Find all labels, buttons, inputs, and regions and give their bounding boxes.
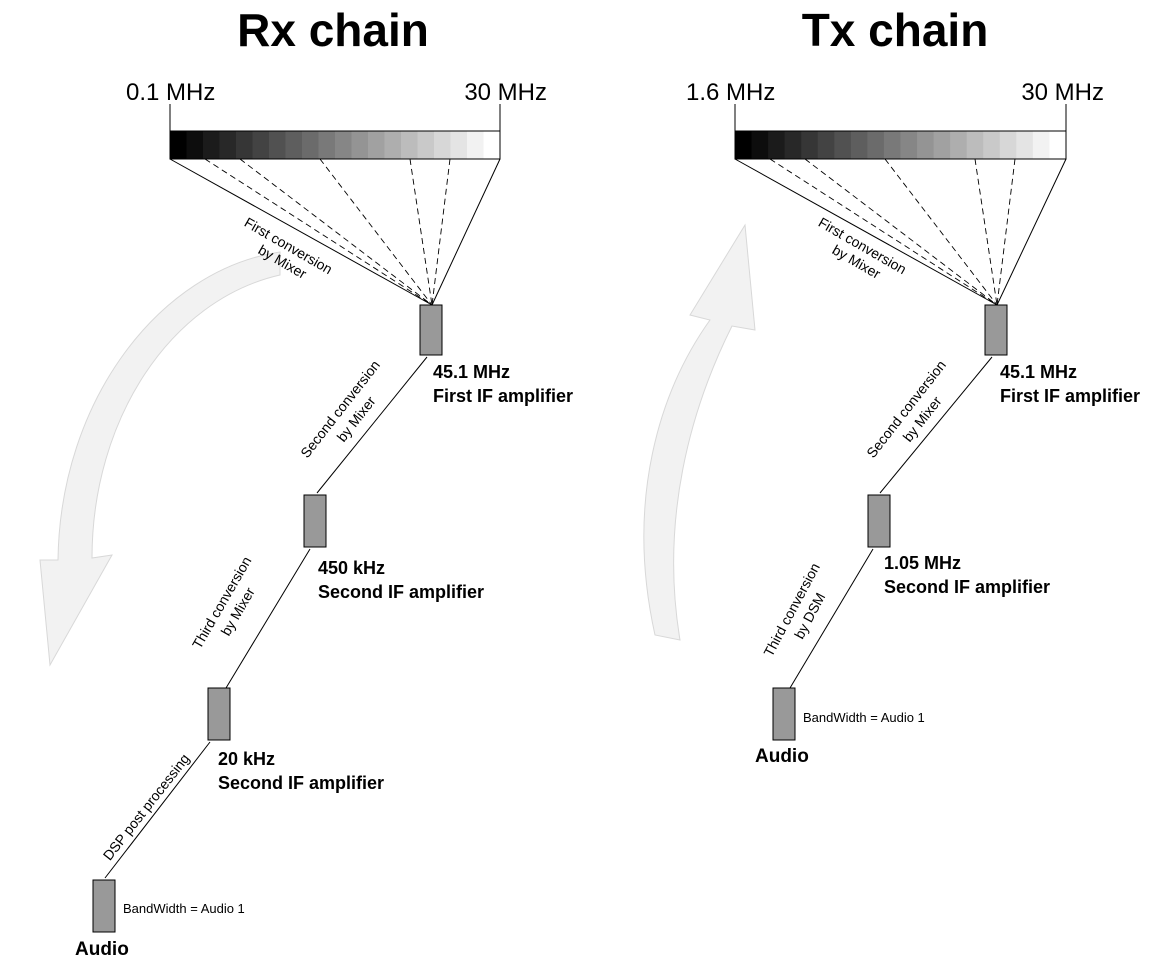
band-step: [900, 131, 918, 159]
rx-third-if-block: [207, 687, 231, 741]
tx-freq-low-label: 1.6 MHz: [686, 79, 775, 106]
band-step: [1016, 131, 1034, 159]
band-step: [801, 131, 819, 159]
rx-freq-low-label: 0.1 MHz: [126, 79, 215, 106]
band-step: [883, 131, 901, 159]
tx-frequency-band-gradient: [735, 131, 1067, 159]
band-step: [318, 131, 336, 159]
band-step: [368, 131, 385, 159]
rx-title: Rx chain: [237, 4, 429, 56]
band-step: [966, 131, 984, 159]
tx-stage2-freq: 1.05 MHz: [884, 553, 961, 573]
band-step: [384, 131, 402, 159]
band-step: [817, 131, 835, 159]
rx-stage1-name: First IF amplifier: [433, 386, 573, 406]
band-step: [186, 131, 204, 159]
rx-second-if-block: [303, 494, 327, 548]
band-step: [867, 131, 885, 159]
rx-stage1-freq: 45.1 MHz: [433, 362, 510, 382]
band-step: [170, 131, 187, 159]
band-step: [784, 131, 802, 159]
band-step: [417, 131, 435, 159]
tx-audio-block: [772, 687, 796, 741]
band-step: [269, 131, 286, 159]
band-step: [983, 131, 1001, 159]
rx-stage3-freq: 20 kHz: [218, 749, 275, 769]
band-step: [917, 131, 935, 159]
band-step: [483, 131, 501, 159]
rx-first-if-block: [419, 304, 443, 356]
tx-stage2-name: Second IF amplifier: [884, 577, 1050, 597]
band-step: [401, 131, 418, 159]
band-step: [285, 131, 303, 159]
band-step: [933, 131, 951, 159]
band-step: [302, 131, 319, 159]
tx-second-if-block: [867, 494, 891, 548]
band-step: [1049, 131, 1067, 159]
band-step: [735, 131, 753, 159]
rx-dsp-post-processing: DSP post processing: [100, 751, 193, 864]
rx-band-border: [169, 130, 501, 160]
band-step: [999, 131, 1017, 159]
tx-bandwidth-label: BandWidth = Audio 1: [803, 710, 925, 725]
rx-bandwidth-label: BandWidth = Audio 1: [123, 901, 245, 916]
tx-first-if-block: [984, 304, 1008, 356]
band-step: [1032, 131, 1050, 159]
rx-stage2-name: Second IF amplifier: [318, 582, 484, 602]
rx-audio-block: [92, 879, 116, 933]
tx-up-curved-arrow: [643, 223, 756, 641]
band-step: [768, 131, 786, 159]
band-step: [434, 131, 451, 159]
rx-stage3-name: Second IF amplifier: [218, 773, 384, 793]
band-step: [252, 131, 270, 159]
band-step: [219, 131, 237, 159]
band-step: [236, 131, 253, 159]
tx-band-border: [734, 130, 1067, 160]
band-step: [834, 131, 852, 159]
band-step: [203, 131, 220, 159]
band-step: [335, 131, 352, 159]
rx-freq-high-label: 30 MHz: [464, 79, 547, 106]
rx-down-curved-arrow: [39, 251, 281, 667]
tx-title: Tx chain: [802, 4, 989, 56]
band-step: [467, 131, 484, 159]
band-step: [850, 131, 868, 159]
tx-freq-high-label: 30 MHz: [1021, 79, 1104, 106]
band-step: [751, 131, 769, 159]
rx-audio-label: Audio: [75, 939, 129, 960]
band-step: [450, 131, 468, 159]
tx-stage1-freq: 45.1 MHz: [1000, 362, 1077, 382]
tx-stage1-name: First IF amplifier: [1000, 386, 1140, 406]
rx-frequency-band-gradient: [170, 131, 501, 159]
rx-stage2-freq: 450 kHz: [318, 558, 385, 578]
band-step: [950, 131, 968, 159]
band-step: [351, 131, 369, 159]
tx-audio-label: Audio: [755, 746, 809, 767]
